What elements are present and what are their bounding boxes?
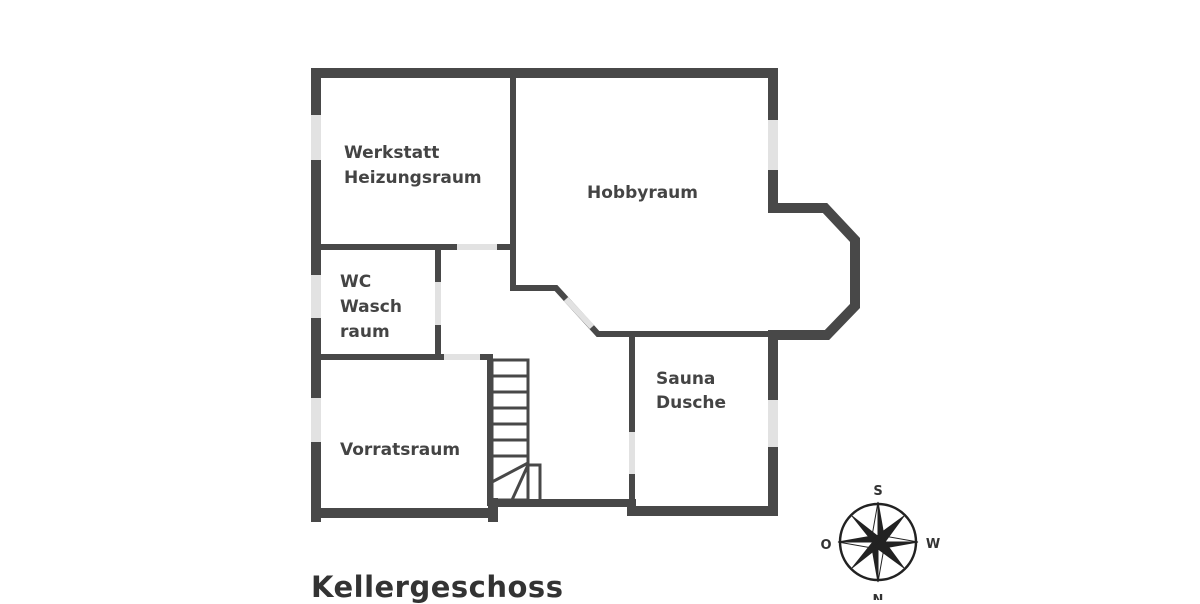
room-vorratsraum: Vorratsraum [340, 440, 460, 460]
windows [311, 115, 778, 447]
compass-label-right: W [926, 537, 940, 552]
compass-label-left: O [820, 538, 831, 553]
compass-label-top: S [873, 484, 882, 499]
floor-title: Kellergeschoss [311, 570, 564, 604]
room-hobbyraum: Hobbyraum [587, 183, 698, 203]
compass-rose: S O W N [820, 484, 940, 600]
doors [435, 244, 635, 474]
staircase [490, 358, 542, 502]
compass-star-icon [837, 501, 919, 583]
compass-label-bottom: N [873, 593, 884, 600]
